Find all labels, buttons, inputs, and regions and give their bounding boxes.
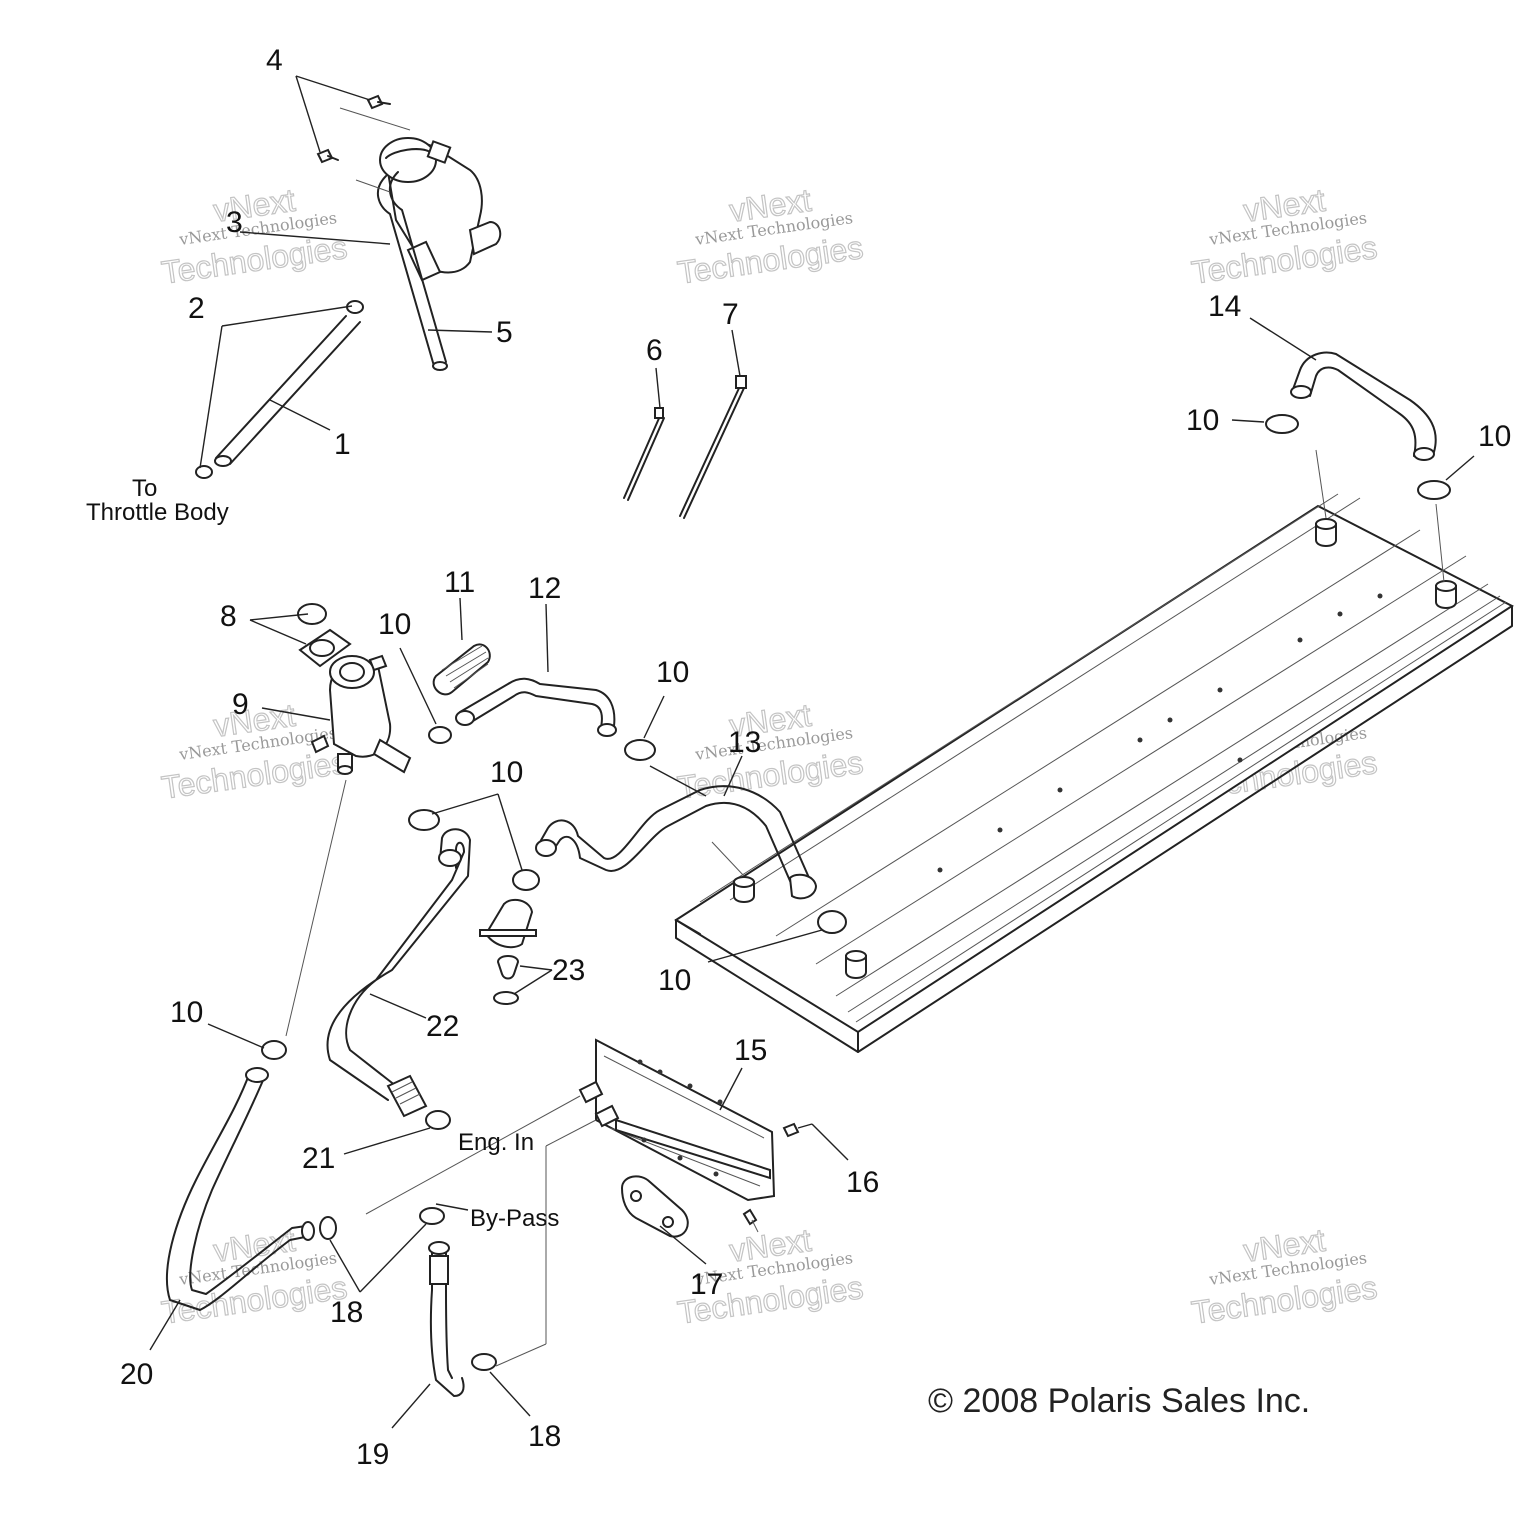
callout-20: 20 [120, 1358, 153, 1391]
callout-10: 10 [1186, 404, 1219, 437]
callout-23: 23 [552, 954, 585, 987]
callout-10: 10 [170, 996, 203, 1029]
clamp-21 [343, 1110, 451, 1155]
coolant-bottle-assembly-main [249, 603, 412, 775]
callout-2: 2 [188, 292, 205, 325]
hoses-11-12 [432, 597, 617, 737]
cable-tie-6 [623, 415, 665, 501]
callout-10: 10 [656, 656, 689, 689]
hose-clamp [319, 1216, 337, 1240]
callout-11: 11 [444, 566, 475, 599]
coolant-bottle-assembly-top [195, 75, 502, 479]
hose-clamp [419, 1207, 445, 1225]
cap-seal [297, 603, 327, 625]
reservoir-cap [379, 137, 437, 183]
callout-10: 10 [490, 756, 523, 789]
hose-clamp [624, 739, 656, 761]
callout-14: 14 [1208, 290, 1241, 323]
hose-clamp [195, 465, 213, 479]
engine-hose-22 [326, 828, 471, 1118]
watermark-7: vNext vNext Technologies Technologies [159, 1221, 350, 1331]
callout-8: 8 [220, 600, 237, 633]
callout-18: 18 [528, 1420, 561, 1453]
callout-4: 4 [266, 44, 283, 77]
watermark-3: vNext vNext Technologies Technologies [1189, 181, 1380, 291]
callout-12: 12 [528, 572, 561, 605]
clamps-middle [399, 647, 847, 963]
bypass-hose-20 [166, 1071, 311, 1311]
thermostat [496, 955, 520, 980]
callout-10: 10 [1478, 420, 1511, 453]
label-eng-in: Eng. In [458, 1129, 534, 1156]
thermostat-housing [484, 898, 534, 949]
labels: To Throttle Body Eng. In By-Pass [86, 475, 559, 1232]
throttle-body-hose [215, 315, 361, 465]
callout-1: 1 [334, 428, 351, 461]
clamps-right [1231, 414, 1475, 583]
callout-10: 10 [658, 964, 691, 997]
callout-21: 21 [302, 1142, 335, 1175]
callout-9: 9 [232, 688, 249, 721]
panel-fitting [733, 876, 755, 903]
crossover-hose-14 [1249, 317, 1437, 461]
callout-7: 7 [722, 298, 739, 331]
callout-5: 5 [496, 316, 513, 349]
callouts: 4 3 2 5 1 6 7 14 10 10 8 10 11 12 10 9 1… [120, 44, 1511, 1471]
bolt-icon [782, 1122, 800, 1138]
radiator-hose-13 [535, 755, 818, 900]
thermostat-gasket [493, 991, 519, 1005]
cable-tie-7 [679, 385, 745, 519]
callout-6: 6 [646, 334, 663, 367]
label-bypass: By-Pass [470, 1205, 559, 1232]
bypass-clamps-18 [319, 1095, 597, 1429]
hose-clamp [512, 869, 540, 891]
coolant-hose-12 [459, 677, 616, 733]
callout-19: 19 [356, 1438, 389, 1471]
hose-clamp [428, 726, 452, 744]
bolt-16 [742, 1122, 849, 1233]
label-throttle-body: Throttle Body [86, 499, 229, 526]
panel-fitting [845, 950, 867, 979]
callout-15: 15 [734, 1034, 767, 1067]
callout-13: 13 [728, 726, 761, 759]
bolt-icon [366, 94, 391, 110]
callout-17: 17 [690, 1268, 723, 1301]
heat-exchanger-panel [674, 493, 1514, 1053]
hose-clamp [1417, 480, 1451, 500]
hose-clamp [425, 1110, 451, 1130]
heat-exchanger-plate [578, 1038, 776, 1202]
copyright-notice: © 2008 Polaris Sales Inc. [928, 1382, 1310, 1420]
panel-fitting [1315, 518, 1337, 547]
watermark-9: vNext vNext Technologies Technologies [1189, 1221, 1380, 1331]
hose-clamp [261, 1040, 287, 1060]
panel-fitting [1435, 580, 1457, 609]
callout-22: 22 [426, 1010, 459, 1043]
hose-clamp [1265, 414, 1299, 434]
hose-clamp [408, 809, 440, 831]
callout-18: 18 [330, 1296, 363, 1329]
corrugated-hose [432, 643, 491, 696]
lower-left-hoses [149, 779, 347, 1351]
thermostat-assembly [479, 898, 553, 1005]
watermark-2: vNext vNext Technologies Technologies [675, 181, 866, 291]
vent-hose [376, 171, 447, 367]
label-to: To [132, 475, 157, 502]
hose-clamp [471, 1353, 497, 1371]
reservoir-outlet [468, 220, 502, 256]
cable-ties [623, 329, 747, 519]
callout-16: 16 [846, 1166, 879, 1199]
hose-clamp [817, 910, 847, 934]
watermark-5: vNext vNext Technologies Technologies [675, 696, 866, 806]
bypass-leader [435, 1203, 469, 1211]
callout-3: 3 [226, 206, 243, 239]
spacer-block-17 [620, 1175, 707, 1265]
callout-10: 10 [378, 608, 411, 641]
bolt-icon [316, 148, 339, 164]
bypass-hose-19 [429, 1249, 465, 1397]
